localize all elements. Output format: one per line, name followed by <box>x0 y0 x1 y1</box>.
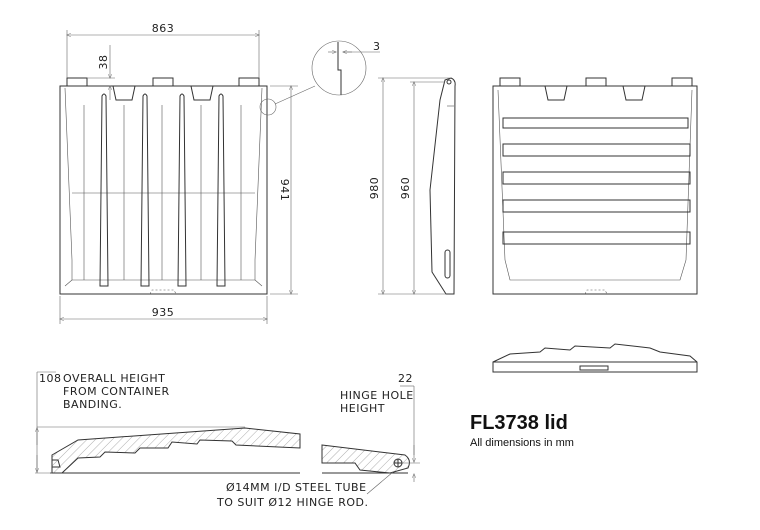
dimension-941: 941 <box>270 86 298 294</box>
dimension-38: 38 <box>87 45 115 100</box>
front-view <box>59 77 268 295</box>
note-line: TO SUIT Ø12 HINGE ROD. <box>216 496 369 509</box>
ribs <box>83 93 242 287</box>
dim-label: 108 <box>39 372 62 385</box>
note-line: HINGE HOLE <box>340 389 414 402</box>
note-line: HEIGHT <box>340 402 385 415</box>
dimension-22: 22 <box>398 372 420 482</box>
note-line: Ø14MM I/D STEEL TUBE <box>226 481 367 494</box>
section-view <box>50 427 410 474</box>
dim-label: 935 <box>152 306 175 319</box>
tube-note: Ø14MM I/D STEEL TUBE TO SUIT Ø12 HINGE R… <box>216 471 394 509</box>
dim-label: 960 <box>399 177 412 200</box>
overall-height-note: OVERALL HEIGHT FROM CONTAINER BANDING. <box>63 372 170 411</box>
drawing-subtitle: All dimensions in mm <box>470 437 574 449</box>
dimension-980: 980 <box>368 78 383 294</box>
dim-label: 980 <box>368 177 381 200</box>
hinge-hole-note: HINGE HOLE HEIGHT <box>340 389 414 415</box>
top-view <box>492 77 698 295</box>
note-line: OVERALL HEIGHT <box>63 372 165 385</box>
note-line: FROM CONTAINER <box>63 385 170 398</box>
dimension-863: 863 <box>67 22 259 78</box>
detail-gap: 3 <box>259 40 381 116</box>
dimension-960: 960 <box>399 82 414 294</box>
dim-label: 941 <box>278 179 291 202</box>
note-line: BANDING. <box>63 398 122 411</box>
side-elevation <box>492 343 698 373</box>
dim-label: 3 <box>373 40 381 53</box>
dimension-935: 935 <box>60 296 267 324</box>
dimension-108: 108 <box>35 371 245 474</box>
dim-label: 863 <box>152 22 175 35</box>
dim-label: 38 <box>97 55 110 70</box>
dim-label: 22 <box>398 372 413 385</box>
side-view <box>378 77 456 295</box>
drawing-title: FL3738 lid <box>470 412 568 434</box>
